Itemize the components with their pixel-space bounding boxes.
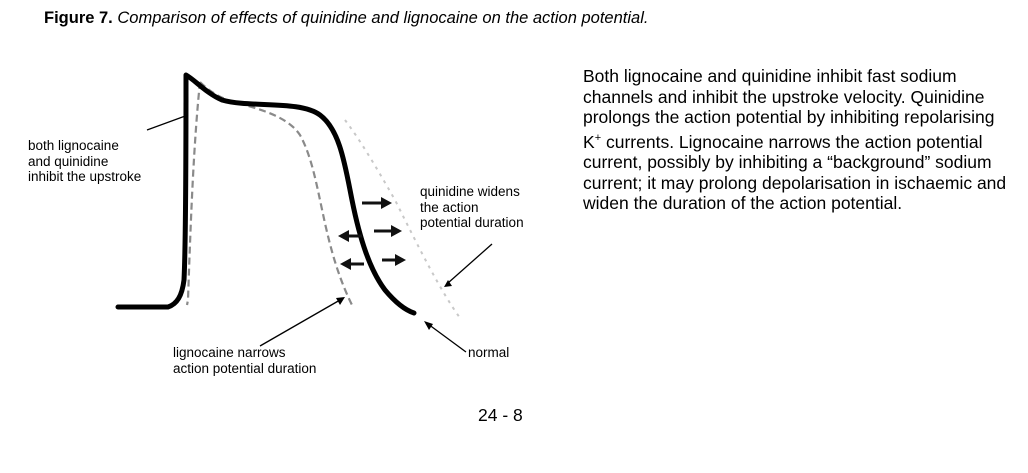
description-text-part1: Both lignocaine and quinidine inhibit fa… <box>583 66 995 152</box>
page-number: 24 - 8 <box>478 405 523 425</box>
quinidine-annotation: quinidine widens the action potential du… <box>420 184 524 230</box>
potassium-superscript: + <box>594 131 602 144</box>
lignocaine-trace <box>185 81 353 306</box>
quinidine-trace <box>344 119 461 319</box>
figure-caption: Figure 7. Comparison of effects of quini… <box>44 9 648 28</box>
normal-annotation: normal <box>468 345 510 360</box>
upstroke-annotation: both lignocaine and quinidine inhibit th… <box>28 138 142 184</box>
description-paragraph: Both lignocaine and quinidine inhibit fa… <box>583 66 1013 214</box>
annotation-pointers <box>146 114 493 353</box>
figure-title: Comparison of effects of quinidine and l… <box>117 9 649 27</box>
duration-arrows <box>338 197 406 270</box>
description-text-part2: currents. Lignocaine narrows the action … <box>583 131 1007 214</box>
lignocaine-annotation: lignocaine narrows action potential dura… <box>173 345 317 376</box>
figure-label: Figure 7. <box>44 9 113 27</box>
normal-trace <box>115 72 417 316</box>
